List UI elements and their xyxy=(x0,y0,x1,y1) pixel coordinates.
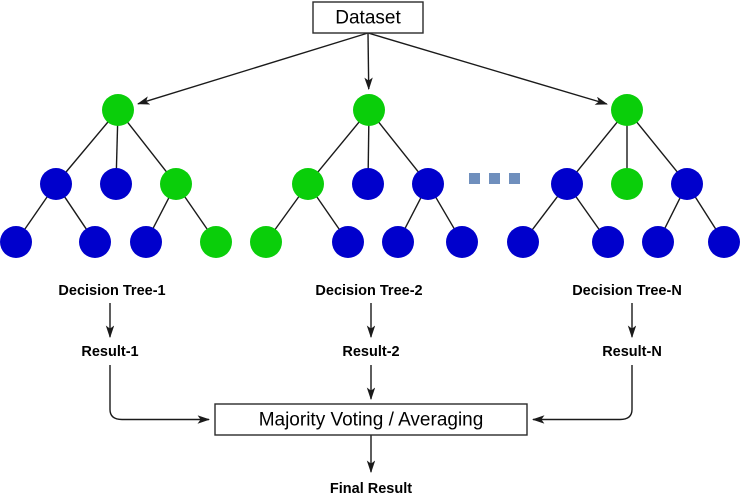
tree-node-blue xyxy=(671,168,703,200)
tree-2-result-label: Result-2 xyxy=(342,344,399,360)
dataset-to-tree-n-arrow xyxy=(367,32,608,105)
tree-node-blue xyxy=(130,226,162,258)
tree-1-result-label: Result-1 xyxy=(81,344,138,360)
dataset-fanout-arrows xyxy=(136,32,608,105)
tree-n-result-label: Result-N xyxy=(602,344,662,360)
tree-node-green xyxy=(353,94,385,126)
ellipsis-dot xyxy=(509,173,520,184)
tree-node-blue xyxy=(40,168,72,200)
tree-node-blue xyxy=(332,226,364,258)
dataset-box-rect xyxy=(312,1,424,34)
tree-n-label: Decision Tree-N xyxy=(572,283,682,299)
tree-node-blue xyxy=(507,226,539,258)
final-result-label: Final Result xyxy=(330,481,412,497)
tree-node-green xyxy=(160,168,192,200)
tree-edges-layer xyxy=(23,121,717,231)
tree-nodes-layer xyxy=(0,94,740,258)
tree-node-blue xyxy=(551,168,583,200)
tree-node-green xyxy=(102,94,134,126)
ellipsis-dot xyxy=(489,173,500,184)
tree-node-green xyxy=(611,168,643,200)
result-n-to-voting-connector xyxy=(531,365,633,424)
result-flow-arrows xyxy=(109,365,633,474)
tree-2-label: Decision Tree-2 xyxy=(315,283,422,299)
tree-node-blue xyxy=(642,226,674,258)
tree-node-blue xyxy=(100,168,132,200)
tree-node-blue xyxy=(79,226,111,258)
majority-voting-box-label: Majority Voting / Averaging xyxy=(259,410,484,431)
ellipsis-dots-layer xyxy=(469,173,520,184)
dataset-to-tree-1-arrow xyxy=(136,32,369,105)
ellipsis-dot xyxy=(469,173,480,184)
tree-1-label: Decision Tree-1 xyxy=(58,283,165,299)
majority-voting-box: Majority Voting / Averaging xyxy=(214,403,528,436)
dataset-box: Dataset xyxy=(312,1,424,34)
tree-node-green xyxy=(250,226,282,258)
tree-node-blue xyxy=(412,168,444,200)
dataset-box-label: Dataset xyxy=(335,8,401,29)
tree-node-green xyxy=(200,226,232,258)
majority-voting-box-rect xyxy=(214,403,528,436)
dataset-to-tree-2-arrow xyxy=(364,32,373,91)
tree-node-blue xyxy=(446,226,478,258)
tree-node-blue xyxy=(382,226,414,258)
tree-node-blue xyxy=(352,168,384,200)
tree-node-blue xyxy=(708,226,740,258)
tree-node-blue xyxy=(592,226,624,258)
tree-node-green xyxy=(611,94,643,126)
tree-node-green xyxy=(292,168,324,200)
tree-node-blue xyxy=(0,226,32,258)
result-1-to-voting-connector xyxy=(109,365,211,424)
